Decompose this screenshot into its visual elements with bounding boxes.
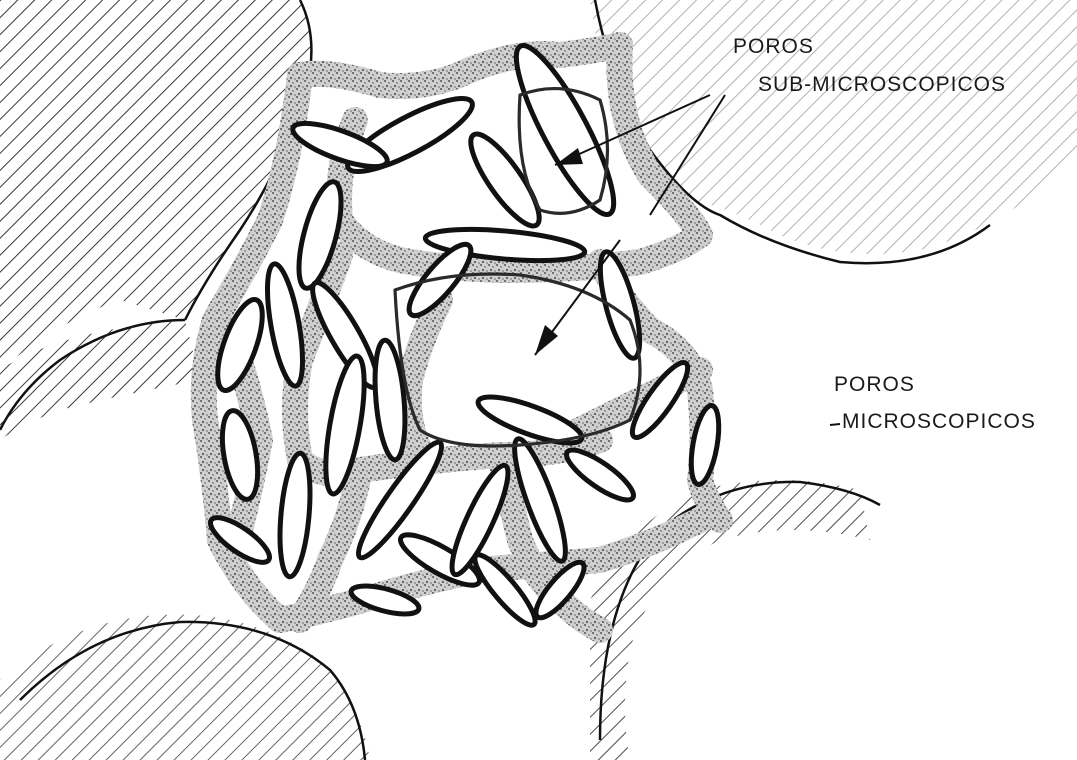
- label-leader-micro: [830, 424, 840, 425]
- label-microscopic-pores-line1: POROS: [834, 374, 915, 395]
- large-grain-top-right: [590, 0, 1077, 263]
- large-grain-bottom-right: [590, 480, 880, 760]
- label-submicroscopic-pores-line2: SUB-MICROSCOPICOS: [758, 74, 1006, 95]
- large-grain-bottom-left: [0, 615, 370, 760]
- platelet: [276, 452, 315, 578]
- label-microscopic-pores-line2: MICROSCOPICOS: [842, 411, 1036, 432]
- label-submicroscopic-pores-line1: POROS: [733, 36, 814, 57]
- platelet: [460, 126, 549, 234]
